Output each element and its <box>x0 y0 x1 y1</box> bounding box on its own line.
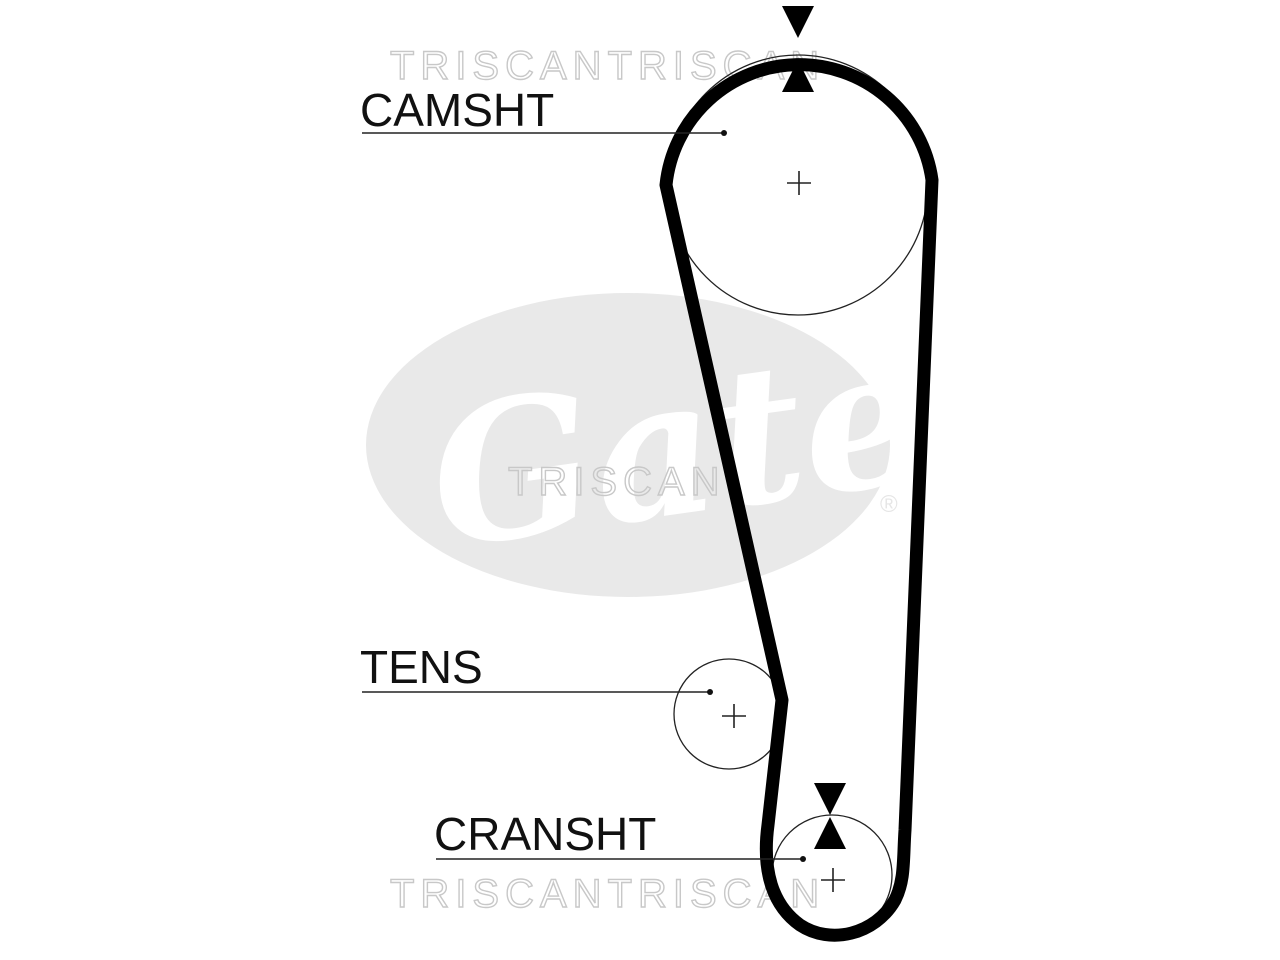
crankshaft-label: CRANSHT <box>434 808 656 860</box>
timing-belt <box>659 58 939 942</box>
tensioner-pulley <box>673 658 785 770</box>
watermark-middle: TRISCAN <box>508 460 726 504</box>
tensioner-leader-dot <box>707 689 713 695</box>
center-cross-icon <box>722 704 746 728</box>
center-cross-icon <box>821 868 845 892</box>
timing-mark-icon <box>814 783 846 849</box>
watermark-bottom: TRISCANTRISCAN <box>390 872 825 916</box>
center-cross-icon <box>787 171 811 195</box>
camshaft-label: CAMSHT <box>360 84 554 136</box>
registered-mark: ® <box>880 491 898 518</box>
camshaft-leader-dot <box>721 130 727 136</box>
timing-mark-icon <box>782 6 814 92</box>
tensioner-label: TENS <box>360 641 483 693</box>
crankshaft-leader-dot <box>800 856 806 862</box>
